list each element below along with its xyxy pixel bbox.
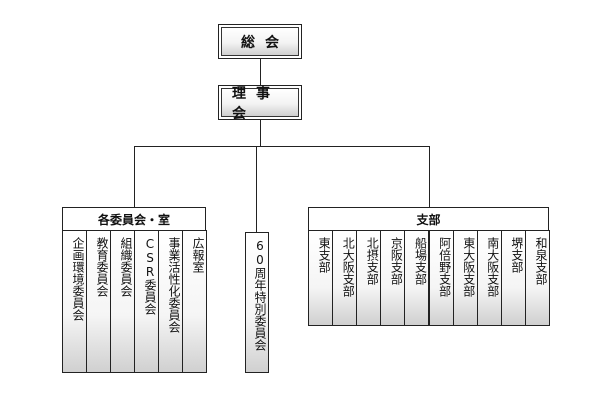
branch-box: 堺支部: [500, 230, 526, 326]
branch-label: 南大阪支部: [485, 237, 500, 297]
branch-box: 北摂支部: [356, 230, 382, 326]
branch-box: 京阪支部: [380, 230, 406, 326]
committee-label: 教育委員会: [95, 237, 109, 297]
branches-header: 支部: [308, 207, 549, 231]
branch-label: 北大阪支部: [341, 237, 356, 297]
anniversary-committee-box: 60周年特別委員会: [245, 232, 269, 373]
branch-label: 北摂支部: [365, 237, 380, 285]
committee-box: 事業活性化委員会: [158, 230, 183, 373]
board-label: 理事会: [232, 85, 280, 122]
branch-box: 南大阪支部: [476, 230, 502, 326]
branch-box: 北大阪支部: [332, 230, 358, 326]
committee-label: 組織委員会: [119, 237, 133, 297]
branch-box: 船場支部: [404, 230, 430, 326]
committee-label: 広報室: [191, 237, 205, 273]
committees-header: 各委員会・室: [62, 207, 206, 231]
branch-label: 船場支部: [413, 237, 428, 285]
committee-box: 広報室: [182, 230, 207, 373]
general-assembly-box: 総会: [218, 24, 302, 59]
branch-label: 堺支部: [509, 237, 524, 273]
board-box: 理事会: [218, 85, 302, 122]
branch-label: 東大阪支部: [461, 237, 476, 297]
branch-box: 東大阪支部: [452, 230, 478, 326]
committee-box: 企画環境委員会: [62, 230, 87, 373]
committee-label: 事業活性化委員会: [167, 237, 181, 333]
committee-box: 教育委員会: [86, 230, 111, 373]
branch-label: 京阪支部: [389, 237, 404, 285]
branch-box: 和泉支部: [524, 230, 550, 326]
committee-label: CSR委員会: [143, 237, 157, 315]
committees-header-label: 各委員会・室: [97, 212, 170, 227]
committee-box: CSR委員会: [134, 230, 159, 373]
branch-label: 阿倍野支部: [437, 237, 452, 297]
general-assembly-label: 総会: [241, 34, 289, 51]
branch-label: 東支部: [317, 237, 332, 273]
anniversary-committee-label: 60周年特別委員会: [253, 239, 267, 351]
committee-box: 組織委員会: [110, 230, 135, 373]
branch-box: 阿倍野支部: [428, 230, 454, 326]
branch-label: 和泉支部: [533, 237, 548, 285]
committee-label: 企画環境委員会: [71, 237, 85, 321]
branches-header-label: 支部: [416, 212, 441, 227]
branch-box: 東支部: [308, 230, 334, 326]
